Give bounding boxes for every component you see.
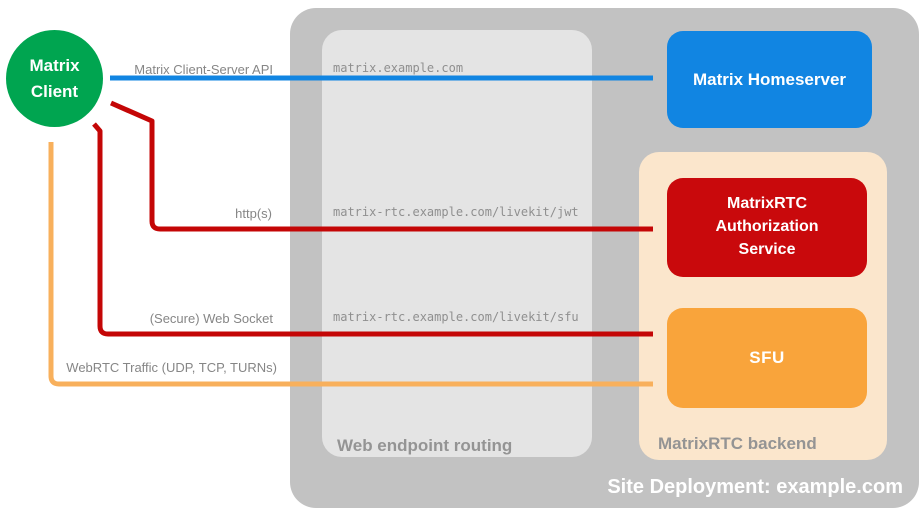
label-webrtc-traffic: WebRTC Traffic (UDP, TCP, TURNs) bbox=[66, 360, 277, 375]
sfu-label: SFU bbox=[749, 348, 785, 367]
matrixrtc-auth-service-label: MatrixRTC Authorization Service bbox=[715, 195, 819, 258]
web-endpoint-routing-label: Web endpoint routing bbox=[337, 436, 513, 455]
matrixrtc-auth-service-node: MatrixRTC Authorization Service bbox=[667, 178, 867, 277]
matrix-homeserver-label: Matrix Homeserver bbox=[692, 69, 847, 89]
sfu-node: SFU bbox=[667, 308, 867, 408]
matrix-client-label: Matrix Client bbox=[29, 56, 80, 101]
matrixrtc-backend-label: MatrixRTC backend bbox=[658, 434, 817, 453]
matrix-homeserver-node: Matrix Homeserver bbox=[667, 31, 872, 128]
endpoint-livekit-jwt: matrix-rtc.example.com/livekit/jwt bbox=[333, 205, 579, 219]
matrix-client-node: Matrix Client bbox=[6, 30, 103, 127]
label-websocket: (Secure) Web Socket bbox=[149, 311, 273, 326]
label-https: http(s) bbox=[235, 206, 272, 221]
endpoint-livekit-sfu: matrix-rtc.example.com/livekit/sfu bbox=[333, 310, 579, 324]
label-client-server-api: Matrix Client-Server API bbox=[134, 62, 273, 77]
web-endpoint-routing-box bbox=[322, 30, 592, 457]
endpoint-matrix-example-com: matrix.example.com bbox=[333, 61, 464, 75]
site-deployment-title: Site Deployment: example.com bbox=[607, 476, 903, 498]
